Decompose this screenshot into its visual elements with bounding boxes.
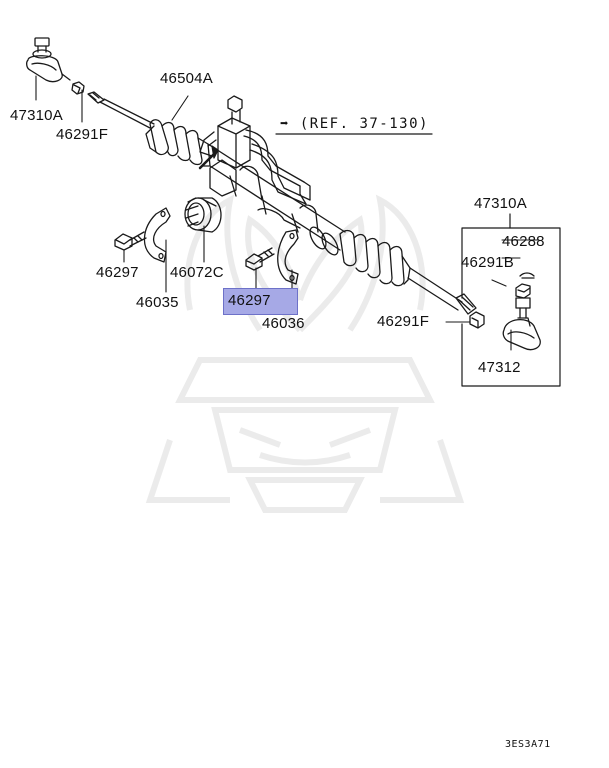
label-highlight	[223, 288, 298, 315]
reference-text: (REF. 37-130)	[299, 116, 429, 132]
bolt-left-icon	[114, 231, 147, 251]
label-nut-right[interactable]: 46291F	[377, 313, 430, 330]
boot-right-icon	[339, 229, 411, 287]
ball-joint-icon	[502, 297, 541, 351]
label-ball-joint[interactable]: 47312	[478, 359, 521, 376]
bushing-icon	[184, 197, 222, 233]
tie-rod-end-left-icon	[26, 37, 71, 83]
label-castle-nut[interactable]: 46291B	[461, 254, 514, 271]
label-nut-left[interactable]: 46291F	[56, 126, 109, 143]
right-arrow-icon: ➡	[280, 116, 290, 132]
watermark-emblem-icon	[145, 194, 465, 513]
bracket-right-icon	[277, 229, 299, 285]
boot-left-icon	[145, 119, 211, 167]
reference-link[interactable]: ➡ (REF. 37-130)	[280, 116, 429, 132]
castle-nut-icon	[515, 283, 531, 299]
label-bushing[interactable]: 46072C	[170, 264, 224, 281]
label-tie-rod-end-left[interactable]: 47310A	[10, 107, 63, 124]
label-bolt-right[interactable]: 46297	[228, 292, 271, 309]
pinion-valve-body-icon	[199, 95, 251, 197]
tie-rod-nut-left-icon	[71, 81, 85, 95]
diagram-code: 3ES3A71	[505, 739, 551, 750]
label-bracket-left[interactable]: 46035	[136, 294, 179, 311]
bolt-right-icon	[245, 247, 275, 271]
label-tie-rod-end-right[interactable]: 47310A	[474, 195, 527, 212]
tie-rod-nut-right-icon	[469, 311, 485, 329]
label-bolt-left[interactable]: 46297	[96, 264, 139, 281]
tie-rod-left-icon	[87, 91, 155, 129]
input-arrow-icon	[198, 145, 219, 170]
fluid-pipes-icon	[243, 129, 311, 229]
cotter-pin-icon	[519, 272, 535, 279]
leader-lines	[35, 75, 539, 351]
tie-rod-right-icon	[407, 267, 477, 315]
label-pin[interactable]: 46288	[502, 233, 545, 250]
label-gear-assembly[interactable]: 46504A	[160, 70, 213, 87]
label-bracket-right[interactable]: 46036	[262, 315, 305, 332]
assembly-group-bracket	[461, 227, 561, 387]
bracket-left-icon	[143, 207, 171, 263]
